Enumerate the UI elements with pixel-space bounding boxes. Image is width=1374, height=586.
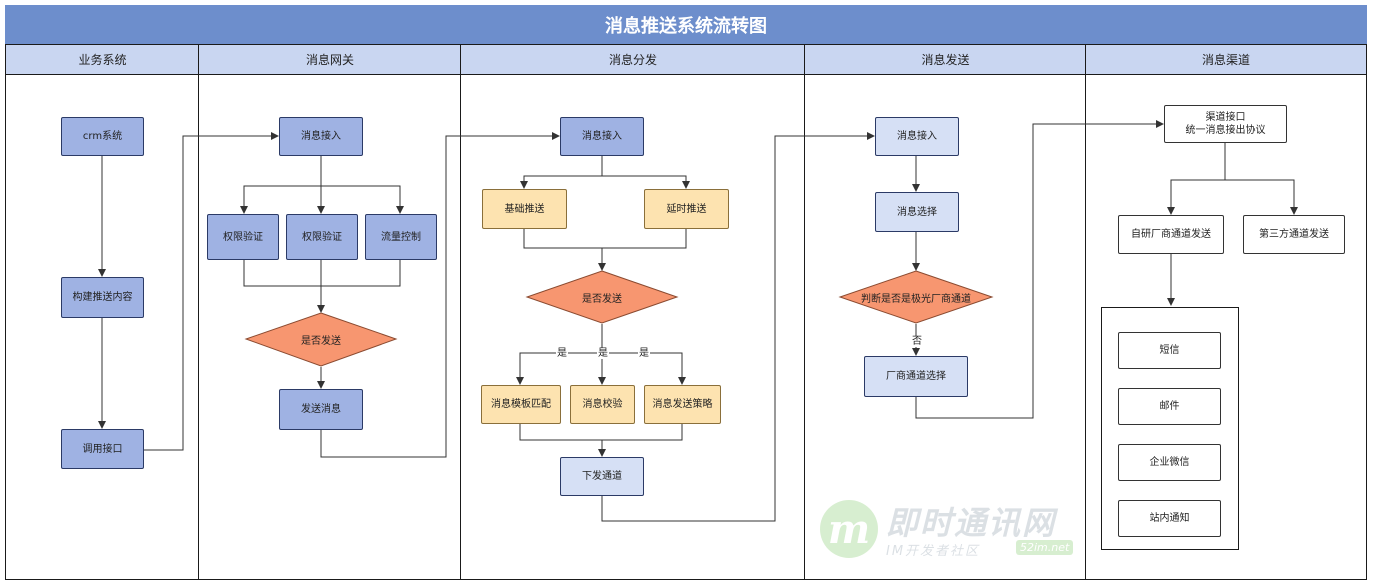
edge-label-yes: 是 <box>556 348 568 359</box>
node-third-party-send[interactable]: 第三方通道发送 <box>1243 215 1345 254</box>
decision-diamond <box>525 270 679 324</box>
edge-label-no: 否 <box>911 336 923 347</box>
node-crm-system[interactable]: crm系统 <box>61 117 144 156</box>
node-delay-push[interactable]: 延时推送 <box>644 189 729 229</box>
node-flow-control[interactable]: 流量控制 <box>365 214 437 260</box>
node-basic-push[interactable]: 基础推送 <box>482 189 567 229</box>
decision-send-gateway: 是否发送 <box>301 335 341 347</box>
lane-header-gateway: 消息网关 <box>199 45 461 75</box>
node-deliver-channel[interactable]: 下发通道 <box>560 457 644 496</box>
node-sending-receive[interactable]: 消息接入 <box>875 117 959 156</box>
channel-interface-line1: 渠道接口 <box>1205 112 1246 123</box>
lane-divider <box>460 45 461 580</box>
watermark-name: 即时通讯网 <box>886 504 1057 542</box>
lane-header-business: 业务系统 <box>6 45 199 75</box>
lane-header-sending: 消息发送 <box>805 45 1086 75</box>
node-send-message[interactable]: 发送消息 <box>279 389 363 430</box>
watermark-subtitle: IM开发者社区 <box>886 544 981 559</box>
node-message-select[interactable]: 消息选择 <box>875 192 959 232</box>
lane-divider <box>804 45 805 580</box>
edge-label-yes: 是 <box>638 348 650 359</box>
node-dispatch-receive[interactable]: 消息接入 <box>560 117 644 156</box>
watermark: m 即时通讯网 IM开发者社区 52im.net <box>820 498 1080 568</box>
node-auth-check-1[interactable]: 权限验证 <box>207 214 279 260</box>
node-gateway-receive[interactable]: 消息接入 <box>279 117 363 156</box>
diagram-title: 消息推送系统流转图 <box>5 5 1367 45</box>
node-template-match[interactable]: 消息模板匹配 <box>481 385 561 424</box>
decision-diamond <box>244 312 398 367</box>
decision-diamond <box>838 270 994 324</box>
lane-divider <box>1085 45 1086 580</box>
node-auth-check-2[interactable]: 权限验证 <box>286 214 358 260</box>
node-mail[interactable]: 邮件 <box>1118 388 1221 425</box>
node-channel-interface[interactable]: 渠道接口 统一消息接出协议 <box>1164 105 1287 143</box>
edge-label-yes: 是 <box>597 348 609 359</box>
node-vendor-channel-select[interactable]: 厂商通道选择 <box>864 356 968 397</box>
lane-divider <box>198 45 199 580</box>
decision-send-dispatch: 是否发送 <box>582 293 622 305</box>
node-wecom[interactable]: 企业微信 <box>1118 444 1221 481</box>
node-sms[interactable]: 短信 <box>1118 332 1221 369</box>
node-call-api[interactable]: 调用接口 <box>61 429 144 469</box>
watermark-site: 52im.net <box>1016 540 1074 555</box>
node-self-vendor-send[interactable]: 自研厂商通道发送 <box>1118 215 1224 254</box>
node-message-verify[interactable]: 消息校验 <box>570 385 635 424</box>
node-inbox-notice[interactable]: 站内通知 <box>1118 500 1221 537</box>
channel-interface-line2: 统一消息接出协议 <box>1185 125 1266 136</box>
watermark-logo-icon: m <box>820 500 878 558</box>
lane-header-channel: 消息渠道 <box>1086 45 1366 75</box>
node-build-content[interactable]: 构建推送内容 <box>61 277 144 318</box>
decision-jiguang-channel: 判断是否是极光厂商通道 <box>861 293 971 305</box>
lane-header-dispatch: 消息分发 <box>461 45 805 75</box>
node-send-strategy[interactable]: 消息发送策略 <box>644 385 721 424</box>
